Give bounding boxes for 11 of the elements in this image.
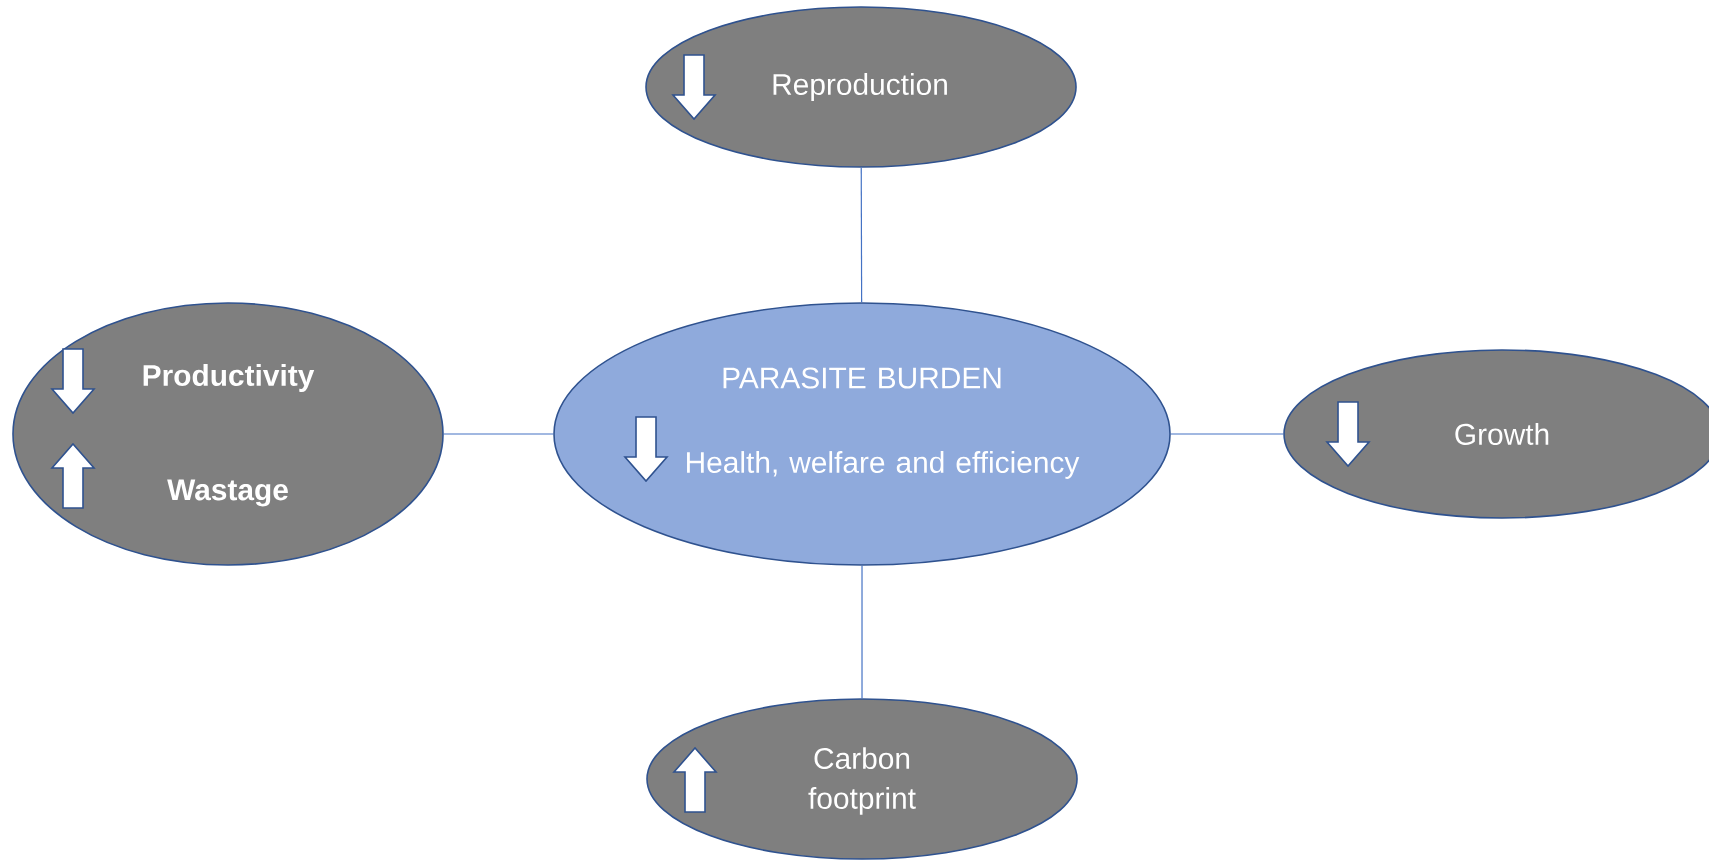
node-label: Carbon footprint xyxy=(808,747,916,815)
connector-line xyxy=(860,167,863,303)
connector-line xyxy=(1170,433,1284,435)
node-label: Reproduction xyxy=(773,73,947,101)
node-label: Growth xyxy=(1455,423,1549,445)
node-label: PARASITE BURDEN xyxy=(723,367,1001,389)
node-label: Wastage xyxy=(167,479,288,507)
connector-line xyxy=(443,433,554,435)
connector-line xyxy=(861,565,863,699)
node-label: Productivity xyxy=(143,364,315,392)
node-label: Health, welfare and efficiency xyxy=(687,451,1080,479)
